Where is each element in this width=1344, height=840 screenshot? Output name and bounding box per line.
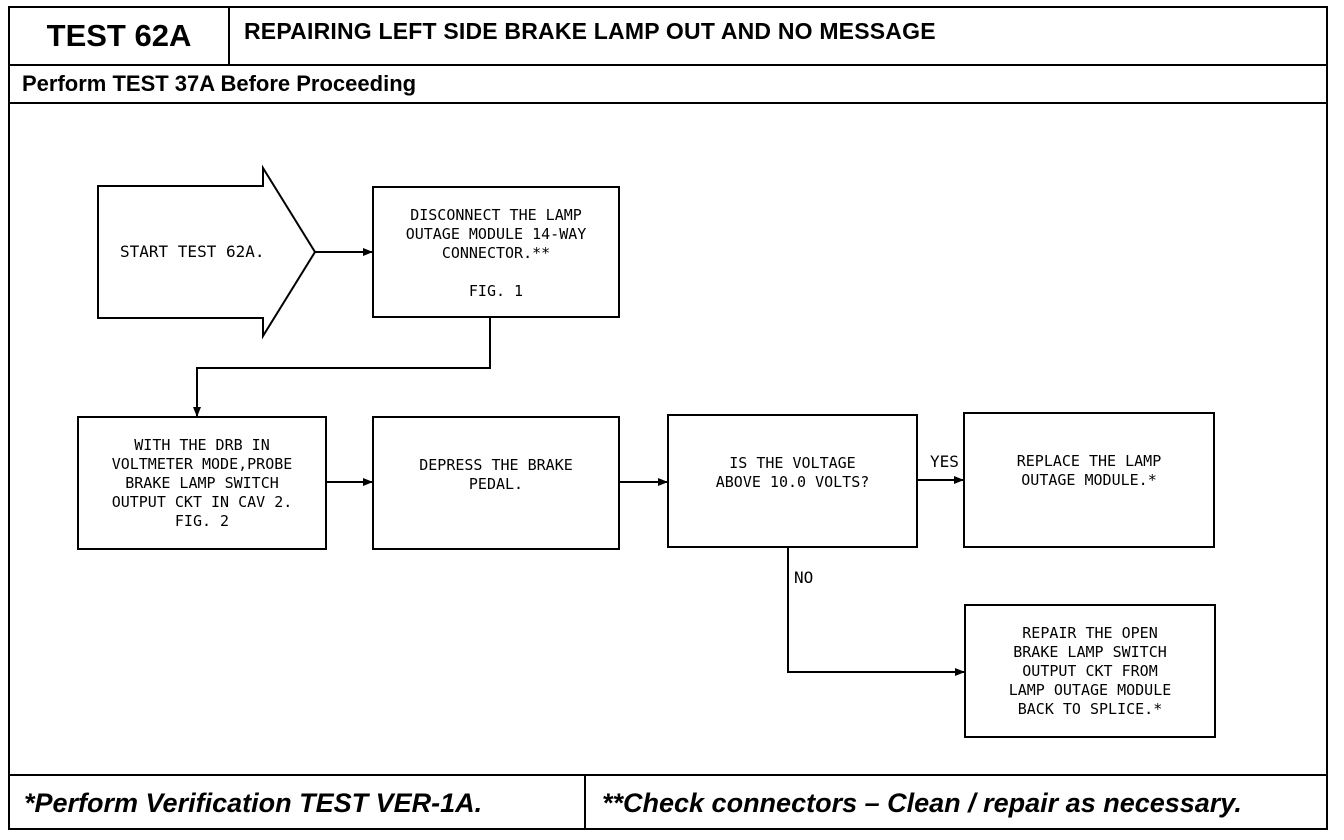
step-disconnect-connector: DISCONNECT THE LAMP OUTAGE MODULE 14-WAY… (372, 186, 620, 318)
test-id: TEST 62A (10, 8, 230, 64)
test-title: REPAIRING LEFT SIDE BRAKE LAMP OUT AND N… (244, 18, 936, 44)
step-disconnect-text: DISCONNECT THE LAMP OUTAGE MODULE 14-WAY… (405, 206, 587, 300)
step-replace-text: REPLACE THE LAMP OUTAGE MODULE.* (1016, 452, 1162, 489)
step-repair-circuit: REPAIR THE OPEN BRAKE LAMP SWITCH OUTPUT… (964, 604, 1216, 738)
test-sheet: TEST 62A REPAIRING LEFT SIDE BRAKE LAMP … (8, 6, 1328, 830)
header-row: TEST 62A REPAIRING LEFT SIDE BRAKE LAMP … (10, 8, 1326, 66)
prerequisite-text: Perform TEST 37A Before Proceeding (22, 71, 417, 96)
connector-disconnect-to-probe (193, 318, 491, 417)
connector-no-to-repair (787, 548, 965, 676)
step-depress-pedal: DEPRESS THE BRAKE PEDAL. (372, 416, 620, 550)
no-branch-label: NO (794, 568, 814, 587)
start-arrow-shape (97, 164, 317, 340)
yes-branch-label: YES (930, 452, 959, 471)
step-voltage-question: IS THE VOLTAGE ABOVE 10.0 VOLTS? (667, 414, 918, 548)
footer-note-verification: *Perform Verification TEST VER-1A. (10, 776, 586, 830)
step-repair-text: REPAIR THE OPEN BRAKE LAMP SWITCH OUTPUT… (1008, 624, 1172, 718)
step-depress-text: DEPRESS THE BRAKE PEDAL. (419, 456, 573, 493)
step-replace-module: REPLACE THE LAMP OUTAGE MODULE.* (963, 412, 1215, 548)
prerequisite-row: Perform TEST 37A Before Proceeding (10, 66, 1326, 104)
step-probe-voltage: WITH THE DRB IN VOLTMETER MODE,PROBE BRA… (77, 416, 327, 550)
step-probe-text: WITH THE DRB IN VOLTMETER MODE,PROBE BRA… (111, 436, 293, 530)
footer-note-connectors: **Check connectors – Clean / repair as n… (602, 788, 1242, 818)
start-step-label: START TEST 62A. (120, 242, 265, 261)
footer-row: *Perform Verification TEST VER-1A. **Che… (10, 774, 1326, 830)
step-question-text: IS THE VOLTAGE ABOVE 10.0 VOLTS? (715, 454, 870, 491)
